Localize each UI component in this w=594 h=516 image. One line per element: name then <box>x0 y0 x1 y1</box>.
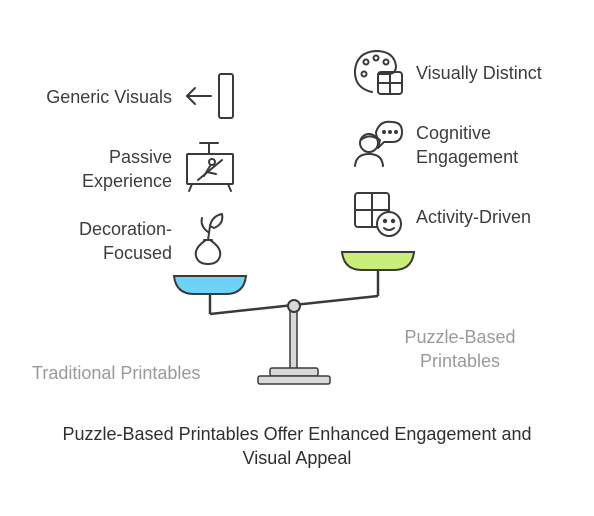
group-label-puzzle-line1: Puzzle-Based <box>404 327 516 347</box>
label-generic-visuals: Generic Visuals <box>46 87 172 107</box>
scale-base <box>257 375 331 385</box>
label-visually-distinct: Visually Distinct <box>416 63 542 83</box>
arrow-frame-icon <box>186 73 234 119</box>
thinking-person-icon <box>354 120 403 167</box>
scale-pole <box>289 305 298 371</box>
label-cognitive-engagement-line2: Engagement <box>416 147 519 167</box>
label-decoration-focused: Decoration- Focused <box>79 217 172 265</box>
group-label-puzzle-line2: Printables <box>419 351 501 371</box>
diagram-title-line1: Puzzle-Based Printables Offer Enhanced E… <box>62 424 532 444</box>
label-passive-experience-line2: Experience <box>81 171 172 191</box>
diagram-title-line2: Visual Appeal <box>242 448 352 468</box>
right-pan <box>340 251 416 271</box>
group-label-puzzle-based-printables: Puzzle-Based Printables <box>380 325 540 373</box>
group-label-traditional-printables: Traditional Printables <box>32 363 201 383</box>
vase-icon <box>194 213 224 265</box>
label-cognitive-engagement: Cognitive Engagement <box>416 121 518 169</box>
puzzle-face-icon <box>354 192 402 237</box>
label-decoration-focused-line1: Decoration- <box>78 219 172 239</box>
easel-icon <box>186 142 234 192</box>
left-pan <box>172 275 248 295</box>
palette-icon <box>353 50 403 95</box>
label-passive-experience-line1: Passive <box>108 147 172 167</box>
label-cognitive-engagement-line1: Cognitive <box>416 123 492 143</box>
label-passive-experience: Passive Experience <box>82 145 172 193</box>
scale-base-top <box>269 367 319 377</box>
label-decoration-focused-line2: Focused <box>102 243 172 263</box>
diagram-title: Puzzle-Based Printables Offer Enhanced E… <box>0 422 594 470</box>
scale-pivot <box>287 299 301 313</box>
label-activity-driven: Activity-Driven <box>416 207 532 227</box>
